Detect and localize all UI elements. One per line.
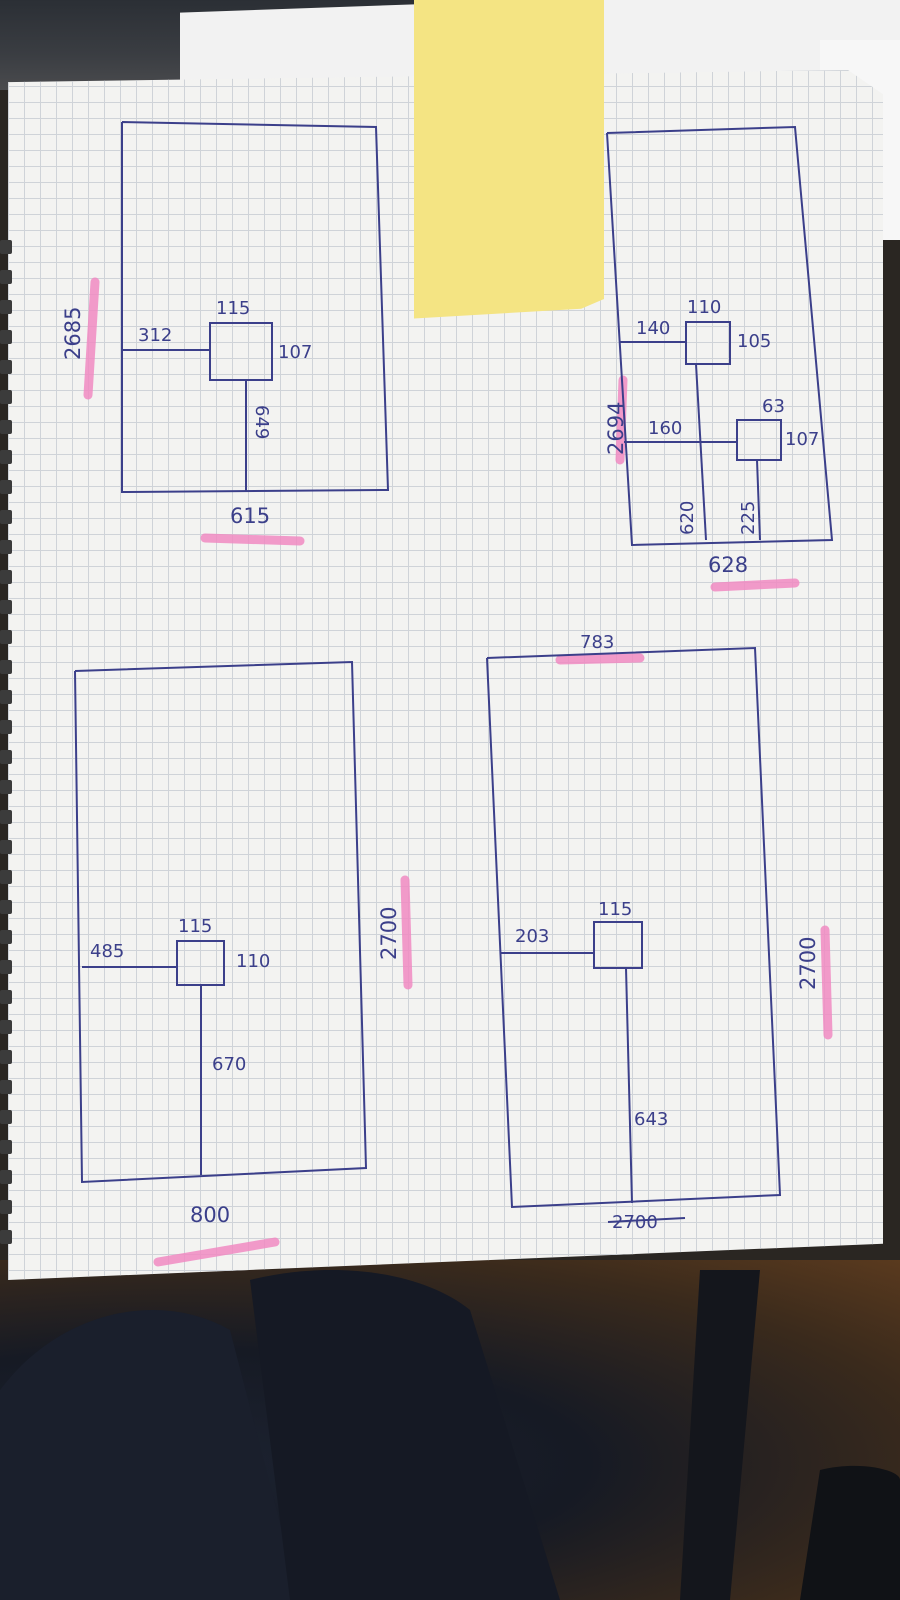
spiral-hole [0,900,12,914]
spiral-hole [0,930,12,944]
spiral-hole [0,1140,12,1154]
spiral-hole [0,1200,12,1214]
spiral-hole [0,510,12,524]
spiral-hole [0,570,12,584]
sketch-1 [121,121,390,494]
spiral-hole [0,480,12,494]
sketch-2-line-b: 225 [738,501,759,535]
sketch-2-box2-width: 63 [762,396,785,417]
sketch-4 [486,646,782,1209]
strikethrough [607,1217,686,1223]
sketch-1-box-width: 115 [216,298,250,319]
spiral-hole [0,630,12,644]
sketch-3 [74,660,368,1184]
sketch-2-box2-height: 107 [785,429,819,450]
spiral-hole [0,1110,12,1124]
sketch-4-crossed-out: 2700 [612,1212,658,1233]
spiral-hole [0,1230,12,1244]
spiral-hole [0,1080,12,1094]
spiral-hole [0,810,12,824]
spiral-hole [0,990,12,1004]
sketch-1-box-height: 107 [278,342,312,363]
spiral-hole [0,1050,12,1064]
sketch-3-box-width: 115 [178,916,212,937]
sketch-2-box1-height: 105 [737,331,771,352]
spiral-hole [0,720,12,734]
spiral-hole [0,450,12,464]
spiral-hole [0,330,12,344]
spiral-hole [0,540,12,554]
legs-silhouette [0,1270,900,1600]
sketch-4-bottom-dim: 643 [634,1109,668,1130]
spiral-hole [0,1170,12,1184]
sketch-4-width: 783 [580,632,614,653]
spiral-hole [0,270,12,284]
spiral-hole [0,360,12,374]
sketch-2-box1-width: 110 [687,297,721,318]
sketch-1-height: 2685 [61,307,85,360]
spiral-hole [0,600,12,614]
spiral-hole [0,690,12,704]
sketch-2 [606,125,834,547]
spiral-hole [0,750,12,764]
sketch-3-height: 2700 [377,907,401,960]
spiral-hole [0,1020,12,1034]
sketch-2-height: 2694 [604,402,628,455]
sketch-1-width: 615 [230,504,270,528]
sketch-2-box2-left: 160 [648,418,682,439]
spiral-hole [0,870,12,884]
sketch-2-box1-left: 140 [636,318,670,339]
sketch-4-left-dim: 203 [515,926,549,947]
spiral-hole [0,300,12,314]
sketch-4-box-width: 115 [598,899,632,920]
spiral-hole [0,780,12,794]
spiral-hole [0,660,12,674]
highlights [83,277,833,1267]
spiral-hole [0,390,12,404]
spiral-hole [0,240,12,254]
sketch-1-left-dim: 312 [138,325,172,346]
sketch-3-box-height: 110 [236,951,270,972]
sketch-2-width: 628 [708,553,748,577]
sketch-4-height: 2700 [796,937,820,990]
spiral-hole [0,420,12,434]
sketch-1-bottom-dim: 649 [251,405,272,439]
sketch-3-left-dim: 485 [90,941,124,962]
sketch-2-line-a: 620 [677,501,698,535]
sketch-3-width: 800 [190,1203,230,1227]
spiral-hole [0,840,12,854]
sticky-note [414,0,604,319]
spiral-hole [0,960,12,974]
spiral-holes [0,240,14,1260]
sketch-3-bottom-dim: 670 [212,1054,246,1075]
